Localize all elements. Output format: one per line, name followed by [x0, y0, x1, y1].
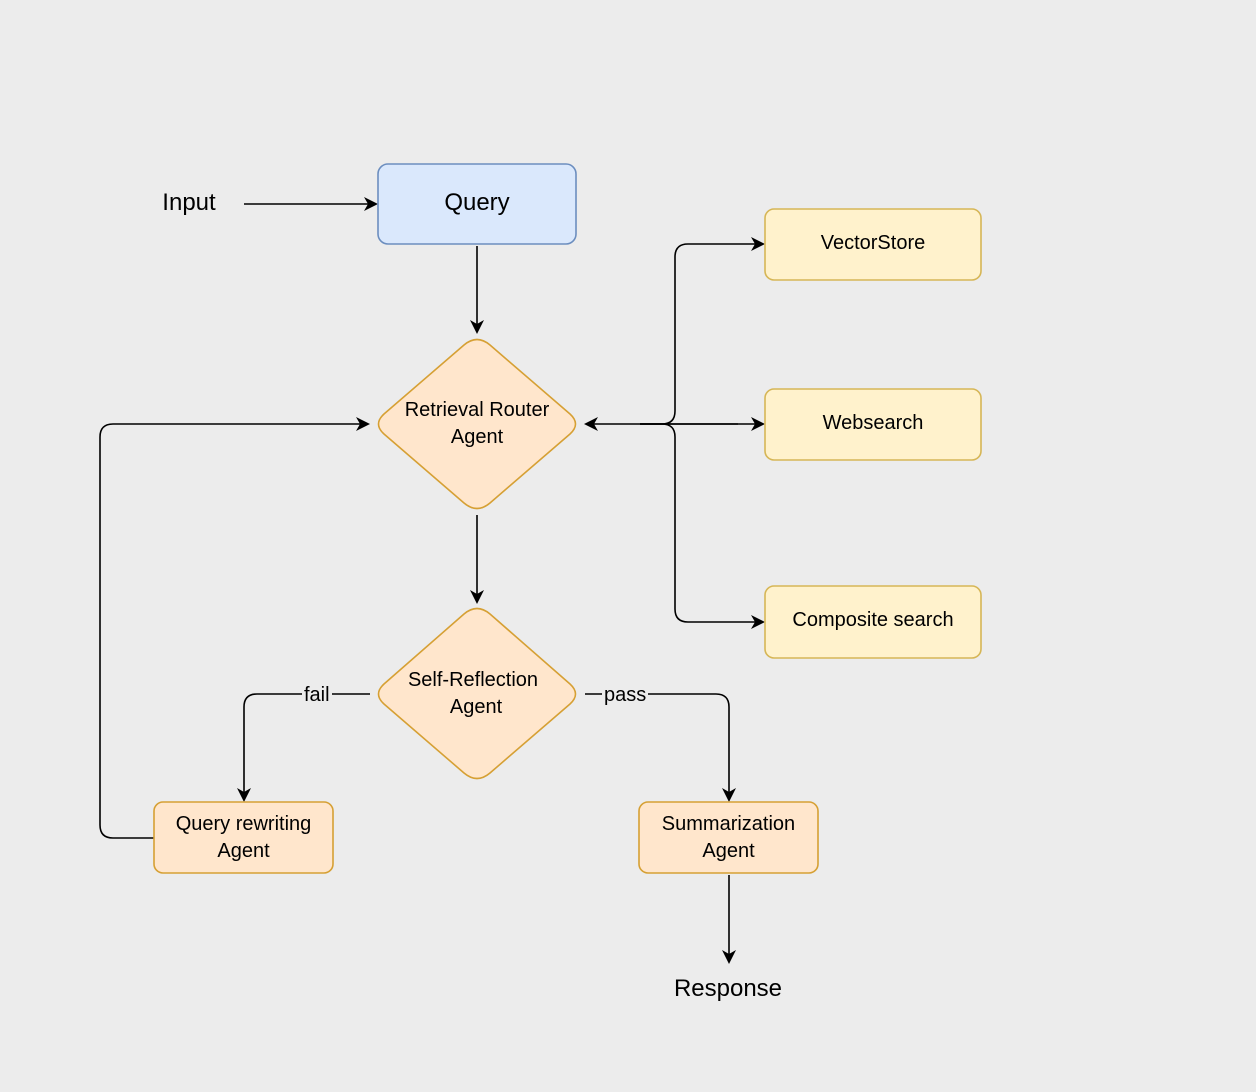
retrieval-router-agent-label-line2: Agent — [450, 426, 504, 448]
edge-rewriting-to-router — [99, 417, 370, 839]
self-reflection-agent-label: Self-Reflection Agent — [373, 667, 573, 721]
edge-router-to-vectorstore — [640, 237, 765, 425]
query-rewriting-agent-label-line2: Agent — [217, 840, 270, 862]
summarization-agent-label-line2: Agent — [702, 840, 755, 862]
summarization-agent-label: Summarization Agent — [639, 811, 818, 865]
query-node-label: Query — [444, 189, 510, 216]
query-rewriting-agent-label-line1: Query rewriting — [175, 813, 312, 835]
input-label: Input — [162, 189, 216, 216]
vectorstore-label: VectorStore — [820, 232, 926, 254]
pass-edge-label: pass — [602, 684, 649, 707]
vectorstore-node — [764, 208, 982, 281]
summarization-agent-label-line1: Summarization — [661, 813, 796, 835]
query-node — [377, 163, 577, 245]
websearch-node — [764, 388, 982, 461]
query-rewriting-agent-label: Query rewriting Agent — [154, 811, 333, 865]
websearch-label: Websearch — [822, 412, 924, 434]
edge-reflection-fail-to-rewriting — [237, 693, 370, 802]
retrieval-router-agent-label: Retrieval Router Agent — [377, 397, 577, 451]
edge-reflection-pass-to-summarization — [585, 693, 736, 802]
self-reflection-agent-label-line2: Agent — [449, 696, 503, 718]
self-reflection-agent-node — [377, 607, 577, 780]
composite-search-label: Composite search — [792, 609, 954, 631]
fail-edge-label: fail — [302, 684, 332, 707]
edge-router-to-composite — [640, 423, 765, 629]
response-label: Response — [673, 975, 783, 1002]
retrieval-router-agent-label-line1: Retrieval Router — [404, 399, 550, 421]
query-rewriting-agent-node — [153, 801, 334, 874]
self-reflection-agent-label-line1: Self-Reflection — [407, 669, 539, 691]
summarization-agent-node — [638, 801, 819, 874]
composite-search-node — [764, 585, 982, 659]
retrieval-router-agent-node — [377, 338, 577, 510]
